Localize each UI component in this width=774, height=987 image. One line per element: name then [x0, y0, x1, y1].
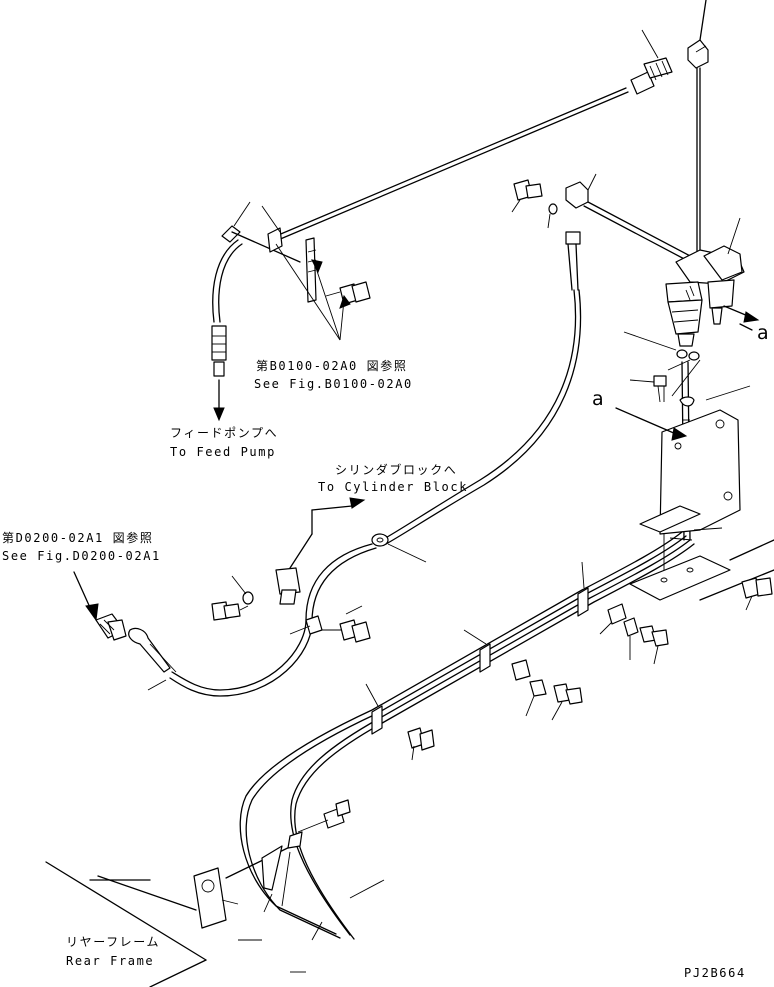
ref-b0100-en: See Fig.B0100-02A0: [254, 377, 413, 391]
cylinder-block-clamp-group: [211, 497, 371, 643]
clamp-group-top: [221, 201, 371, 341]
top-fuel-line: [275, 29, 673, 241]
view-arrows: [739, 323, 753, 331]
rear-frame-group: [45, 799, 385, 987]
feed-pump-jp: フィードポンプへ: [170, 426, 279, 440]
rear-frame-jp: リヤーフレーム: [66, 935, 161, 949]
view-a-right-label: a: [757, 322, 769, 344]
filter-inlet-group: [511, 173, 695, 291]
rear-frame-en: Rear Frame: [66, 954, 155, 968]
feed-pump-hose: [211, 239, 243, 422]
view-a-left-label: a: [592, 388, 604, 410]
top-elbow-fitting: [687, 0, 709, 261]
ref-d0200-en: See Fig.D0200-02A1: [2, 549, 161, 563]
cylinder-block-hose: [169, 289, 582, 697]
drawing-code: PJ2B664: [684, 966, 746, 980]
main-fuel-lines: [239, 531, 773, 940]
cylinder-block-en: To Cylinder Block: [318, 480, 469, 494]
drain-bracket: [615, 359, 774, 601]
ref-b0100-jp: 第B0100-02A0 図参照: [256, 359, 408, 373]
left-end-fitting: [73, 571, 177, 691]
fuel-filter-assembly: [623, 217, 760, 371]
ref-d0200-jp: 第D0200-02A1 図参照: [2, 531, 154, 545]
cylinder-block-jp: シリンダブロックへ: [335, 463, 458, 477]
feed-pump-en: To Feed Pump: [170, 445, 276, 459]
